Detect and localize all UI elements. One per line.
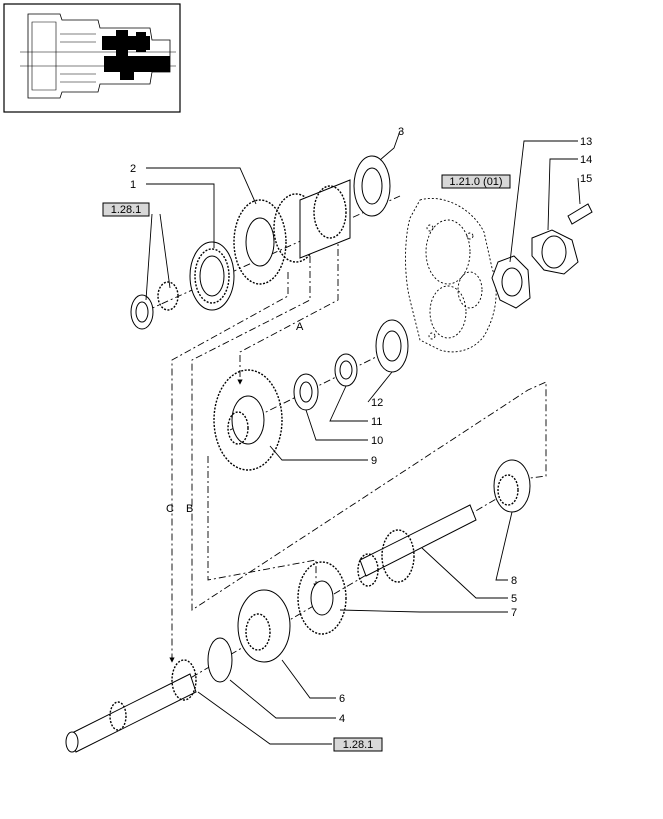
label-14: 14 [580, 154, 592, 166]
shaft-5 [359, 504, 477, 577]
reference-box-top[interactable]: 1.28.1 [102, 202, 150, 217]
upper-gear-group [130, 155, 391, 330]
axis-lower [87, 484, 521, 739]
label-12: 12 [371, 397, 383, 409]
gear-7 [297, 561, 347, 635]
axis-upper [147, 195, 401, 311]
label-7: 7 [511, 607, 517, 619]
svg-text:1.21.0 (01): 1.21.0 (01) [449, 176, 502, 188]
label-5: 5 [511, 593, 517, 605]
leader-lines [145, 130, 581, 745]
path-gear-return [207, 456, 319, 589]
mainshaft [69, 673, 197, 753]
sleeve-8 [493, 459, 531, 513]
label-13: 13 [580, 136, 592, 148]
reference-box-bottom[interactable]: 1.28.1 [333, 737, 383, 752]
gear-cluster-2 [233, 199, 287, 285]
section-label-a: A [296, 321, 304, 333]
label-11: 11 [371, 416, 382, 428]
label-9: 9 [371, 455, 377, 467]
path-a [237, 234, 339, 385]
section-label-c: C [166, 503, 174, 515]
label-8: 8 [511, 575, 517, 587]
label-4: 4 [339, 713, 345, 725]
label-6: 6 [339, 693, 345, 705]
label-15: 15 [580, 173, 592, 185]
label-10: 10 [371, 435, 383, 447]
housing-plate [405, 197, 497, 353]
reference-box-housing[interactable]: 1.21.0 (01) [441, 174, 511, 189]
path-b [191, 256, 547, 611]
routing-lines [87, 195, 547, 739]
svg-text:1.28.1: 1.28.1 [111, 204, 142, 216]
label-1: 1 [130, 179, 136, 191]
section-label-b: B [186, 503, 193, 515]
bearing-4 [207, 637, 233, 683]
path-c [169, 272, 289, 663]
part-labels: 1 2 3 4 5 6 7 8 9 10 11 12 13 14 15 A B … [130, 126, 592, 725]
svg-text:1.28.1: 1.28.1 [343, 739, 374, 751]
cover-group [491, 203, 593, 309]
label-2: 2 [130, 163, 136, 175]
label-3: 3 [398, 126, 404, 138]
lower-gear-group [65, 459, 531, 753]
bolt-15 [567, 203, 593, 225]
gear-9 [213, 369, 283, 471]
needle-bearing [157, 281, 179, 311]
location-thumbnail [3, 3, 181, 113]
middle-gear-group [213, 319, 409, 471]
sleeve-6 [237, 589, 291, 663]
splined-shaft-end [313, 185, 347, 239]
